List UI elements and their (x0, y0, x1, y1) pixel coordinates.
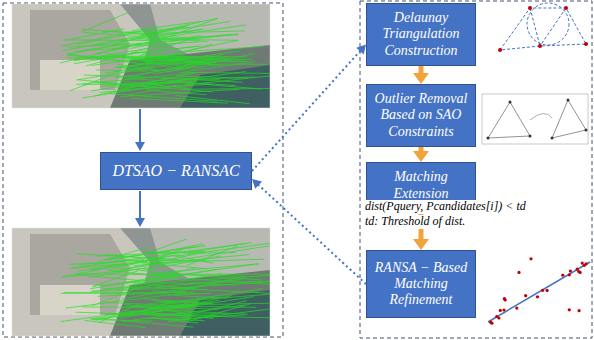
box-label: Delaunay Triangulation Construction (373, 10, 469, 58)
photo-top (12, 4, 270, 108)
process-box: RANSA − Based Matching Refinement (366, 250, 476, 318)
box-content: DTSAO − RANSAC (106, 158, 245, 184)
sao-icon (482, 94, 588, 144)
flow-arrow (413, 147, 429, 162)
box-label: RANSA − Based Matching Refinement (373, 260, 469, 308)
left-panel (3, 3, 283, 337)
ransac-icon (488, 257, 590, 325)
process-box: Delaunay Triangulation Construction (366, 3, 476, 66)
box-content: Outlier Removal Based on SAO Constraints (367, 87, 475, 143)
box-content: Delaunay Triangulation Construction (367, 6, 475, 62)
process-box: Outlier Removal Based on SAO Constraints (366, 84, 476, 147)
box-content: RANSA − Based Matching Refinement (367, 256, 475, 312)
box-label: DTSAO − RANSAC (112, 162, 239, 180)
box-label: Outlier Removal Based on SAO Constraints (373, 91, 469, 139)
formula-note: dist(Pquery, Pcandidates[i]) < td (364, 200, 527, 214)
delaunay-icon (498, 3, 588, 52)
dotted-connector (252, 179, 366, 284)
right-panel (360, 1, 592, 338)
dotted-connector (252, 45, 366, 172)
formula-note: td: Threshold of dist. (364, 215, 466, 229)
box-label: Matching Extension (373, 169, 469, 201)
photo-bottom (12, 228, 270, 336)
process-box: DTSAO − RANSAC (100, 152, 252, 190)
flow-arrow (413, 66, 429, 84)
